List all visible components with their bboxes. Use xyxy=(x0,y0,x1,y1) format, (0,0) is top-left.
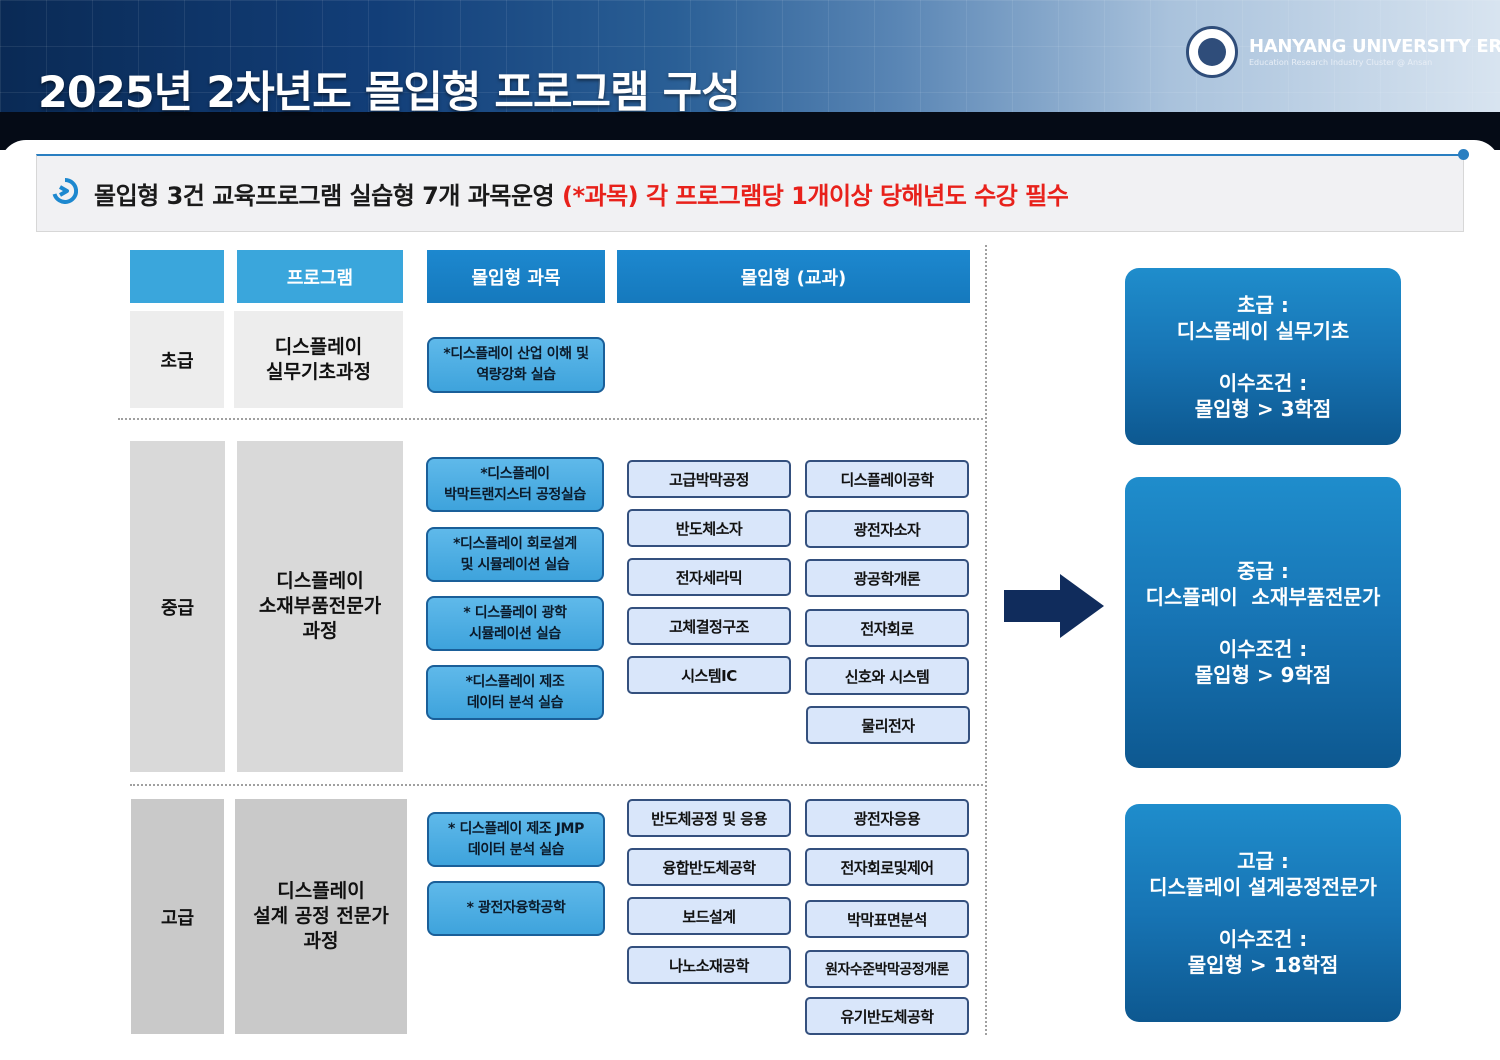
curriculum-box: 광전자응용 xyxy=(805,799,969,837)
curriculum-box: 고급박막공정 xyxy=(627,460,791,498)
curriculum-box: 원자수준박막공정개론 xyxy=(805,950,969,988)
card-condition-label: 이수조건 : xyxy=(1218,636,1308,661)
subject-pill: * 광전자융학공학 xyxy=(427,881,605,936)
curriculum-box: 전자세라믹 xyxy=(627,558,791,596)
notice-main-text: 몰입형 3건 교육프로그램 실습형 7개 과목운영 xyxy=(94,182,562,210)
program-intermediate: 디스플레이 소재부품전문가 과정 xyxy=(237,441,403,772)
subject-pill: * 디스플레이 제조 JMP 데이터 분석 실습 xyxy=(427,812,605,867)
level-card-intermediate: 중급 : 디스플레이 소재부품전문가 이수조건 : 몰입형 > 9학점 xyxy=(1125,477,1401,768)
header-banner xyxy=(0,0,1500,150)
card-name: 디스플레이 소재부품전문가 xyxy=(1145,584,1381,609)
header-blank-cell xyxy=(130,250,224,303)
curriculum-box: 보드설계 xyxy=(627,897,791,935)
curriculum-box: 전자회로 xyxy=(805,609,969,647)
curriculum-box: 시스템IC xyxy=(627,656,791,694)
row-separator xyxy=(118,418,983,420)
card-name: 디스플레이 설계공정전문가 xyxy=(1149,875,1377,899)
card-name: 디스플레이 실무기초 xyxy=(1176,318,1350,343)
logo-name: HANYANG UNIVERSITY ERICA xyxy=(1249,36,1500,57)
notice-text: 몰입형 3건 교육프로그램 실습형 7개 과목운영 (*과목) 각 프로그램당 … xyxy=(94,176,1069,211)
header-program: 프로그램 xyxy=(237,250,403,303)
curriculum-box: 디스플레이공학 xyxy=(805,460,969,498)
card-condition: 몰입형 > 18학점 xyxy=(1187,953,1339,977)
card-condition-label: 이수조건 : xyxy=(1218,370,1308,395)
level-card-beginner: 초급 : 디스플레이 실무기초 이수조건 : 몰입형 > 3학점 xyxy=(1125,268,1401,445)
program-beginner: 디스플레이 실무기초과정 xyxy=(234,311,403,408)
card-title: 초급 : xyxy=(1237,292,1289,317)
level-card-advanced: 고급 : 디스플레이 설계공정전문가 이수조건 : 몰입형 > 18학점 xyxy=(1125,804,1401,1022)
header-immersive-subject: 몰입형 과목 xyxy=(427,250,605,303)
arrow-right-icon xyxy=(1004,574,1104,638)
header-immersive-curriculum: 몰입형 (교과) xyxy=(617,250,970,303)
card-title: 고급 : xyxy=(1237,849,1289,873)
curriculum-box: 광전자소자 xyxy=(805,510,969,548)
card-condition: 몰입형 > 9학점 xyxy=(1194,662,1332,687)
curriculum-box: 반도체소자 xyxy=(627,509,791,547)
notice-highlight-text: (*과목) 각 프로그램당 1개이상 당해년도 수강 필수 xyxy=(561,182,1069,210)
card-condition-label: 이수조건 : xyxy=(1218,927,1308,951)
row-separator xyxy=(130,784,983,786)
notice-bar xyxy=(36,154,1464,232)
subject-pill: *디스플레이 박막트랜지스터 공정실습 xyxy=(426,457,604,512)
program-advanced: 디스플레이 설계 공정 전문가 과정 xyxy=(235,799,407,1034)
level-advanced: 고급 xyxy=(131,799,224,1034)
notice-dot xyxy=(1458,149,1469,160)
page-title: 2025년 2차년도 몰입형 프로그램 구성 xyxy=(38,68,741,118)
university-seal-icon xyxy=(1186,26,1238,78)
curriculum-box: 반도체공정 및 응용 xyxy=(627,799,791,837)
curriculum-box: 박막표면분석 xyxy=(805,900,969,938)
logo-subtitle: Education Research Industry Cluster @ An… xyxy=(1249,58,1433,67)
curriculum-box: 나노소재공학 xyxy=(627,946,791,984)
circle-arrow-right-icon xyxy=(52,178,78,204)
level-beginner: 초급 xyxy=(130,311,224,408)
curriculum-box: 유기반도체공학 xyxy=(805,997,969,1035)
subject-pill: *디스플레이 회로설계 및 시뮬레이션 실습 xyxy=(426,527,604,582)
subject-pill: *디스플레이 산업 이해 및 역량강화 실습 xyxy=(427,337,605,393)
curriculum-box: 융합반도체공학 xyxy=(627,848,791,886)
card-title: 중급 : xyxy=(1237,558,1289,583)
curriculum-box: 물리전자 xyxy=(806,706,970,744)
level-intermediate: 중급 xyxy=(130,441,225,772)
curriculum-box: 신호와 시스템 xyxy=(805,657,969,695)
subject-pill: * 디스플레이 광학 시뮬레이션 실습 xyxy=(426,596,604,651)
curriculum-box: 전자회로및제어 xyxy=(805,848,969,886)
subject-pill: *디스플레이 제조 데이터 분석 실습 xyxy=(426,665,604,720)
curriculum-box: 고체결정구조 xyxy=(627,607,791,645)
card-condition: 몰입형 > 3학점 xyxy=(1194,396,1332,421)
curriculum-box: 광공학개론 xyxy=(805,559,969,597)
table-divider-vertical xyxy=(985,245,987,1035)
